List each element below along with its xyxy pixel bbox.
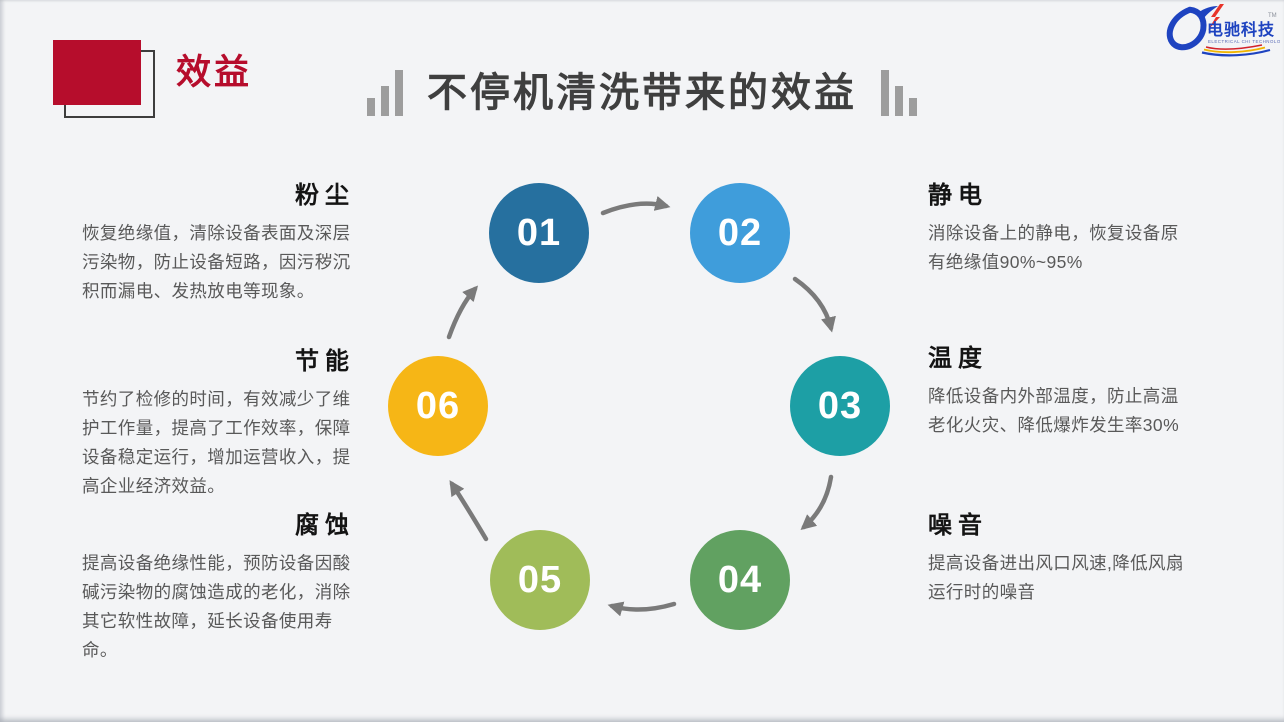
title-row: 不停机清洗带来的效益 — [0, 68, 1284, 118]
benefit-block-corrosion: 腐蚀 提高设备绝缘性能，预防设备因酸碱污染物的腐蚀造成的老化，消除其它软性故障，… — [82, 510, 357, 665]
underline-swoosh-red-icon — [1205, 44, 1263, 50]
benefit-title-dust: 粉尘 — [295, 182, 355, 209]
underline-swoosh-blue-icon — [1201, 48, 1271, 57]
benefit-title-corrosion: 腐蚀 — [295, 512, 355, 539]
logo-swoosh-flick-icon — [1198, 6, 1218, 18]
brand-tagline: ELECTRICAL CHI TECHNOLOGY — [1208, 39, 1280, 44]
step-number-03: 03 — [817, 384, 863, 427]
benefit-desc-noise: 提高设备进出风口风速,降低风扇运行时的噪音 — [928, 553, 1184, 602]
step-circle-01: 01 — [489, 183, 589, 283]
benefit-block-dust: 粉尘 恢复绝缘值，清除设备表面及深层污染物，防止设备短路，因污秽沉积而漏电、发热… — [82, 180, 357, 306]
arrow-step6-to-step1 — [446, 285, 479, 340]
benefit-title-noise: 噪音 — [928, 512, 988, 539]
brand-name: 电驰科技 — [1207, 20, 1275, 39]
benefit-desc-dust: 恢复绝缘值，清除设备表面及深层污染物，防止设备短路，因污秽沉积而漏电、发热放电等… — [82, 223, 351, 301]
equalizer-bars-right-icon — [881, 70, 917, 116]
arrow-step1-to-step2 — [600, 195, 671, 216]
step-number-02: 02 — [717, 211, 763, 254]
arrow-step4-to-step5 — [607, 601, 677, 617]
arrow-step5-to-step6 — [449, 480, 489, 542]
lightning-bolt-icon — [1208, 4, 1224, 30]
step-number-04: 04 — [717, 558, 763, 601]
step-circle-03: 03 — [790, 356, 890, 456]
logo-swoosh-icon — [1166, 6, 1207, 51]
step-number-05: 05 — [517, 558, 563, 601]
benefit-title-temperature: 温度 — [928, 345, 988, 372]
benefit-block-static: 静电 消除设备上的静电，恢复设备原有绝缘值90%~95% — [928, 180, 1190, 277]
arrow-step3-to-step4 — [800, 474, 834, 531]
benefit-block-temperature: 温度 降低设备内外部温度，防止高温老化火灾、降低爆炸发生率30% — [928, 343, 1190, 440]
underline-swoosh-yellow-icon — [1203, 46, 1266, 54]
badge-red-square — [53, 40, 141, 105]
equalizer-bars-left-icon — [367, 70, 403, 116]
arrow-step2-to-step3 — [792, 276, 836, 333]
benefit-title-static: 静电 — [928, 182, 988, 209]
step-number-01: 01 — [516, 211, 562, 254]
benefit-desc-energy: 节约了检修的时间，有效减少了维护工作量，提高了工作效率，保障设备稳定运行，增加运… — [82, 389, 351, 496]
benefit-block-noise: 噪音 提高设备进出风口风速,降低风扇运行时的噪音 — [928, 510, 1190, 607]
benefit-desc-temperature: 降低设备内外部温度，防止高温老化火灾、降低爆炸发生率30% — [928, 386, 1180, 435]
benefit-title-energy: 节能 — [295, 348, 355, 375]
trademark-mark: TM — [1268, 13, 1277, 19]
benefit-desc-static: 消除设备上的静电，恢复设备原有绝缘值90%~95% — [928, 223, 1179, 272]
benefit-desc-corrosion: 提高设备绝缘性能，预防设备因酸碱污染物的腐蚀造成的老化，消除其它软性故障，延长设… — [82, 553, 351, 660]
step-circle-04: 04 — [690, 530, 790, 630]
page-title: 不停机清洗带来的效益 — [427, 71, 857, 115]
benefit-block-energy: 节能 节约了检修的时间，有效减少了维护工作量，提高了工作效率，保障设备稳定运行，… — [82, 346, 357, 501]
brand-logo: 电驰科技 ELECTRICAL CHI TECHNOLOGY TM — [1166, 4, 1280, 57]
section-label: 效益 — [176, 53, 253, 92]
step-circle-06: 06 — [388, 356, 488, 456]
step-number-06: 06 — [415, 384, 461, 427]
step-circle-05: 05 — [490, 530, 590, 630]
step-circle-02: 02 — [690, 183, 790, 283]
